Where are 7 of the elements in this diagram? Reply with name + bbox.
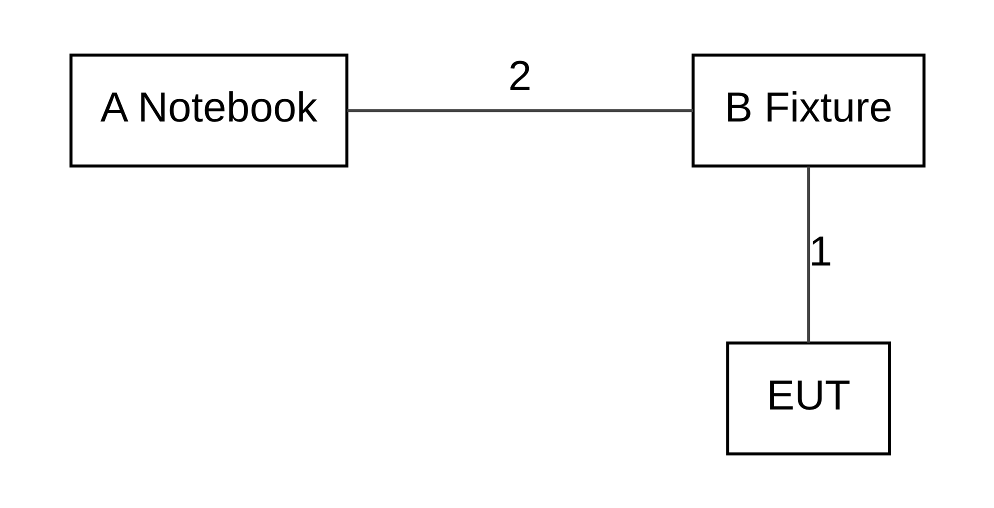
connector (806, 166, 810, 342)
connector (346, 108, 693, 112)
node-box: B Fixture (691, 53, 925, 168)
edge-label: 2 (508, 52, 532, 99)
node-box: EUT (726, 340, 891, 455)
edge-label: 1 (808, 227, 832, 274)
node-box: A Notebook (69, 53, 348, 168)
